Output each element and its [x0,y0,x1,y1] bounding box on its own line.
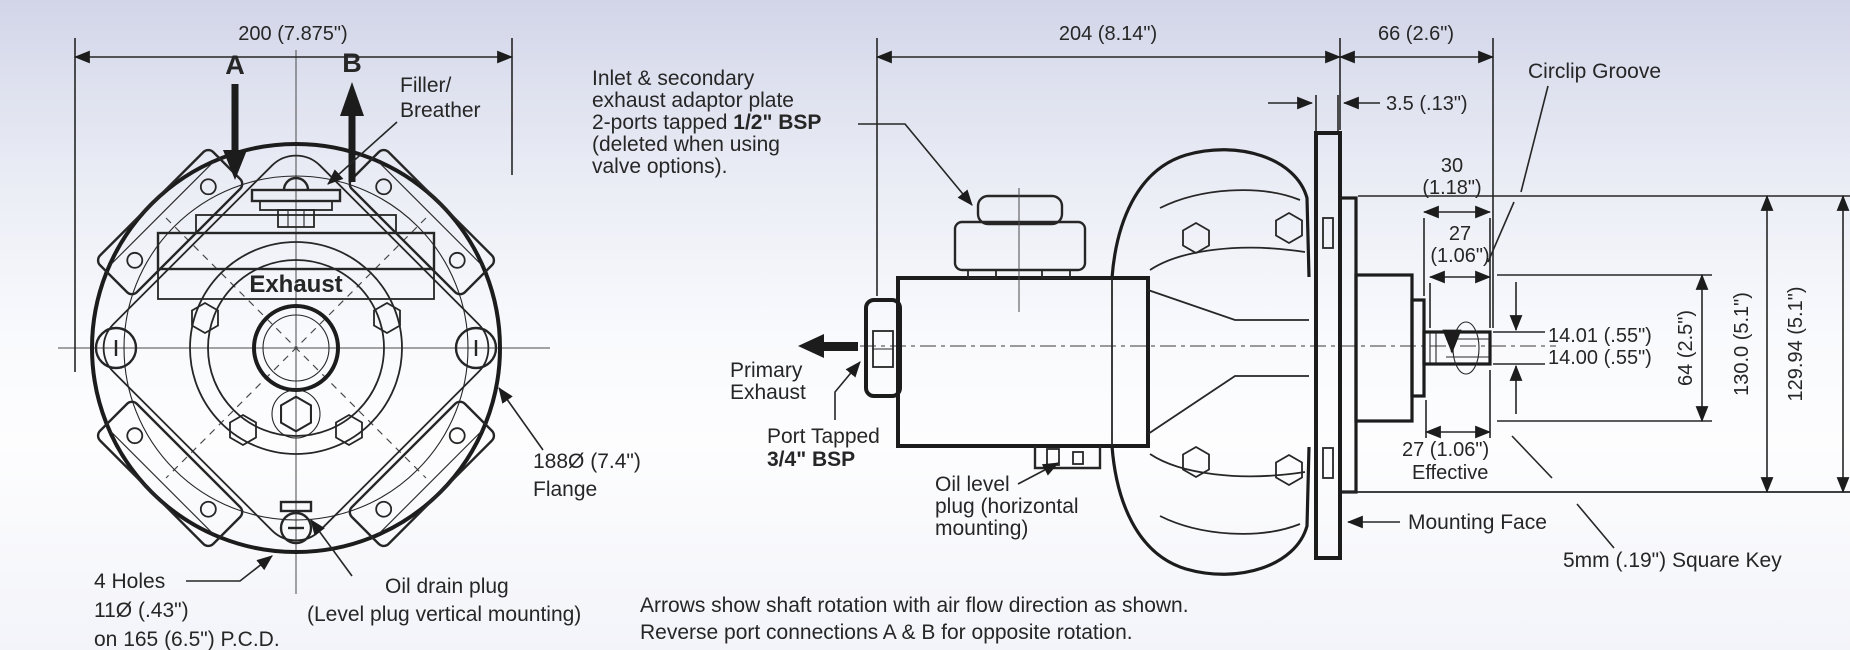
svg-text:3/4" BSP: 3/4" BSP [767,448,855,471]
svg-text:Reverse port connections A & B: Reverse port connections A & B for oppos… [640,621,1133,644]
port-tapped-label: Port Tapped 3/4" BSP [767,361,880,471]
primary-exhaust-label: Primary Exhaust [730,334,858,404]
svg-text:Oil drain plug: Oil drain plug [385,575,509,598]
svg-text:valve options).: valve options). [592,155,727,178]
spigot [1338,196,1358,494]
svg-text:Oil level: Oil level [935,473,1010,496]
svg-text:(1.06"): (1.06") [1430,245,1489,267]
dim-27-upper: 27 (1.06") [1428,223,1492,328]
svg-text:129.94 (5.1"): 129.94 (5.1") [1785,287,1807,402]
dim-30: 30 (1.18") [1422,155,1492,328]
svg-text:B: B [342,48,362,78]
svg-text:30: 30 [1441,155,1463,177]
svg-text:204 (8.14"): 204 (8.14") [1059,23,1157,45]
mounting-hole-left [94,326,138,370]
svg-text:4 Holes: 4 Holes [94,570,165,593]
svg-text:Effective: Effective [1412,462,1488,484]
svg-text:11Ø (.43"): 11Ø (.43") [94,599,189,622]
flange-outline [90,142,502,554]
filler-breather-label: Filler/ Breather [327,74,481,185]
svg-text:Mounting Face: Mounting Face [1408,511,1547,534]
adaptor-leader [858,123,973,206]
dim-shaft-diameter: 14.01 (.55") 14.00 (.55") [1493,282,1652,414]
svg-text:Inlet & secondary: Inlet & secondary [592,67,755,90]
svg-text:(Level plug vertical mounting): (Level plug vertical mounting) [307,603,581,626]
mounting-face-label: Mounting Face [1346,511,1547,534]
svg-text:Exhaust: Exhaust [730,381,806,404]
end-cap [864,298,902,398]
svg-text:plug (horizontal: plug (horizontal [935,495,1079,518]
oil-level-label: Oil level plug (horizontal mounting) [935,462,1079,540]
motor-body [896,276,1150,448]
exhaust-label: Exhaust [249,271,342,298]
svg-text:2-ports tapped 1/2" BSP: 2-ports tapped 1/2" BSP [592,111,821,134]
svg-text:130.0 (5.1"): 130.0 (5.1") [1731,292,1753,396]
gear-head [1110,148,1311,576]
svg-text:27 (1.06"): 27 (1.06") [1402,439,1489,461]
side-view: 204 (8.14") 66 (2.6") 3.5 (.13") Circlip… [730,23,1850,576]
dim-200: 200 (7.875") [73,23,514,372]
svg-text:exhaust adaptor plate: exhaust adaptor plate [592,89,794,112]
oil-level-plug [1033,446,1102,470]
svg-text:188Ø (7.4"): 188Ø (7.4") [533,450,641,473]
shaft-boss [1354,273,1414,423]
front-view: Exhaust 200 (7.875") A B [58,23,641,650]
svg-text:66 (2.6"): 66 (2.6") [1378,23,1454,45]
svg-text:Circlip Groove: Circlip Groove [1528,60,1661,83]
square-key-label: 5mm (.19") Square Key [1563,503,1782,572]
svg-text:(deleted when using: (deleted when using [592,133,780,156]
svg-text:5mm (.19") Square Key: 5mm (.19") Square Key [1563,549,1782,572]
circlip-groove-label: Circlip Groove [1487,60,1661,263]
svg-text:A: A [225,50,245,80]
svg-text:14.00 (.55"): 14.00 (.55") [1548,347,1652,369]
oil-drain-label: Oil drain plug (Level plug vertical moun… [307,519,581,626]
primary-exhaust-arrow [798,334,824,358]
svg-text:14.01 (.55"): 14.01 (.55") [1548,325,1652,347]
filler-breather-cap [250,176,342,228]
housing-square [102,154,490,542]
dim-27-effective: 27 (1.06") Effective [1402,370,1553,484]
oil-drain-plug [279,500,313,513]
svg-text:200 (7.875"): 200 (7.875") [238,23,347,45]
dim-spigot-diameter: 130.0 (5.1") 129.94 (5.1") [1342,194,1850,494]
svg-text:on 165 (6.5") P.C.D.: on 165 (6.5") P.C.D. [94,628,280,650]
holes-note: 4 Holes 11Ø (.43") on 165 (6.5") P.C.D. [94,555,280,650]
svg-text:Flange: Flange [533,478,597,501]
svg-text:Filler/: Filler/ [400,74,451,97]
svg-text:3.5 (.13"): 3.5 (.13") [1386,93,1468,115]
svg-text:27: 27 [1449,223,1471,245]
port-a-flow-arrow: A [223,50,247,180]
svg-text:mounting): mounting) [935,517,1028,540]
svg-text:(1.18"): (1.18") [1422,177,1481,199]
dim-plate-thickness: 3.5 (.13") [1268,93,1468,131]
port-b-flow-arrow: B [340,48,364,182]
svg-text:Primary: Primary [730,359,803,382]
svg-text:Port Tapped: Port Tapped [767,425,880,448]
mounting-hole-right [454,326,498,370]
dim-boss-diameter: 64 (2.5") [1497,273,1712,423]
dim-204-66: 204 (8.14") 66 (2.6") [875,23,1495,328]
output-shaft [1422,321,1492,375]
flange-dia-label: 188Ø (7.4") Flange [498,387,641,501]
svg-text:64 (2.5"): 64 (2.5") [1675,310,1697,386]
adaptor-plate [953,188,1087,312]
footnote: Arrows show shaft rotation with air flow… [640,594,1189,644]
adaptor-plate-note: Inlet & secondary exhaust adaptor plate … [592,67,973,206]
svg-text:Breather: Breather [400,99,481,122]
svg-text:Arrows show shaft rotation wit: Arrows show shaft rotation with air flow… [640,594,1189,617]
